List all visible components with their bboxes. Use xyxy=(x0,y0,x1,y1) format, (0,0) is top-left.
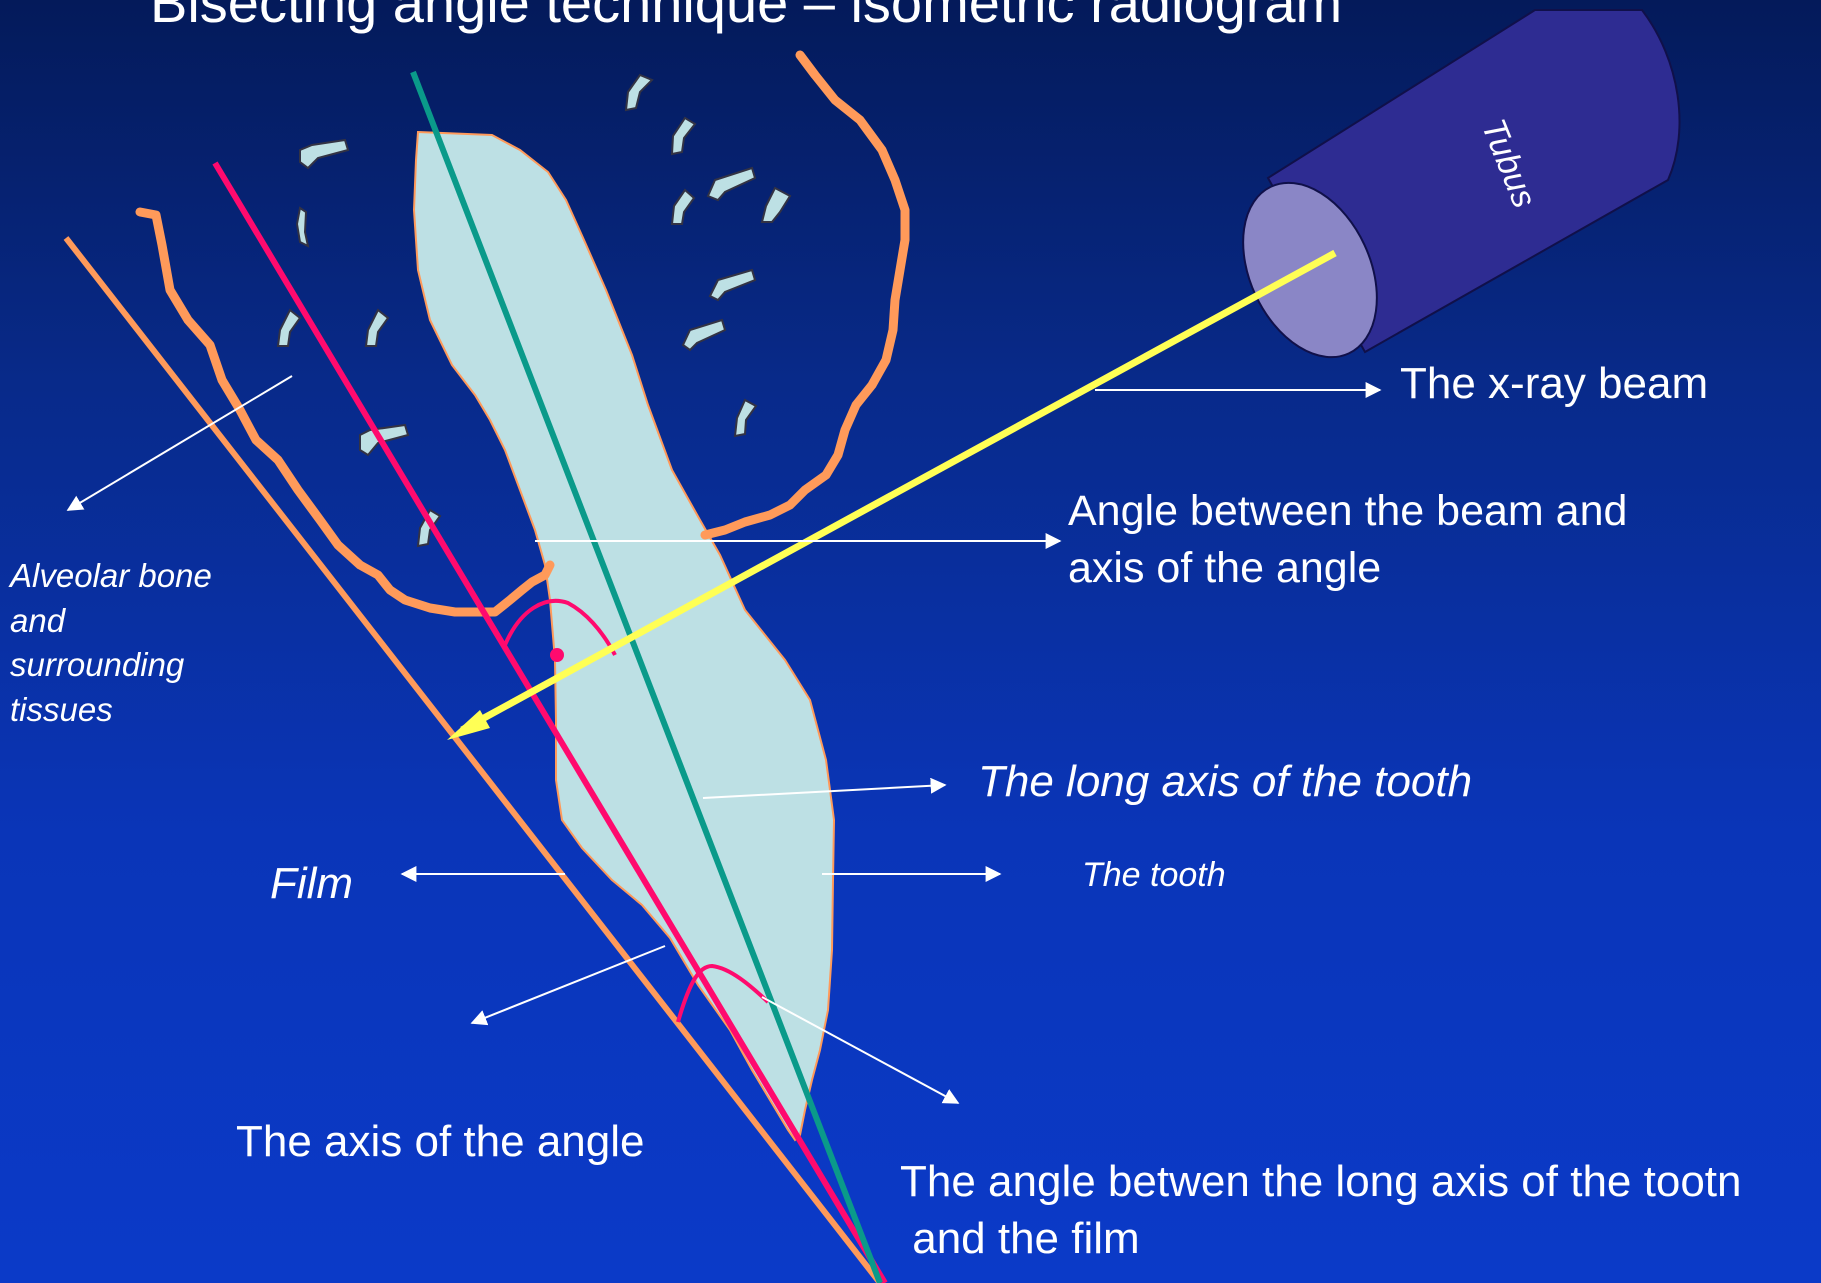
bone-trabeculae xyxy=(276,73,792,548)
bisector-line xyxy=(212,161,888,1283)
gum-outline xyxy=(700,50,910,540)
arrow-axis-angle xyxy=(470,945,666,1026)
arrow-angle-tooth-film xyxy=(761,996,960,1104)
arrow-long-axis xyxy=(702,777,947,799)
film-line xyxy=(63,236,883,1283)
long-axis-label: The long axis of the tooth xyxy=(978,757,1473,806)
xray-beam-line xyxy=(460,249,1337,734)
xray-beam-arrowhead xyxy=(447,710,490,740)
angle-arc-film xyxy=(676,963,770,1023)
page-title: Bisecting angle technique – isometric ra… xyxy=(150,0,1343,34)
angle-tooth-film-label: The angle betwen the long axis of the to… xyxy=(900,1157,1742,1264)
axis-of-angle-label: The axis of the angle xyxy=(236,1117,645,1166)
alveolar-bone-outline xyxy=(135,207,555,617)
arrow-alveolar xyxy=(66,375,293,511)
film-label: Film xyxy=(270,859,354,908)
alveolar-bone-label: Alveolar bone and surrounding tissues xyxy=(10,557,212,728)
tooth-label: The tooth xyxy=(1082,856,1226,894)
angle-beam-axis-label: Angle between the beam and axis of the a… xyxy=(1068,487,1628,592)
angle-dot xyxy=(550,648,564,662)
xray-beam-label: The x-ray beam xyxy=(1400,359,1709,408)
angle-arc-beam xyxy=(503,598,617,656)
long-axis-line xyxy=(410,70,883,1283)
tooth-shape xyxy=(412,130,836,1142)
